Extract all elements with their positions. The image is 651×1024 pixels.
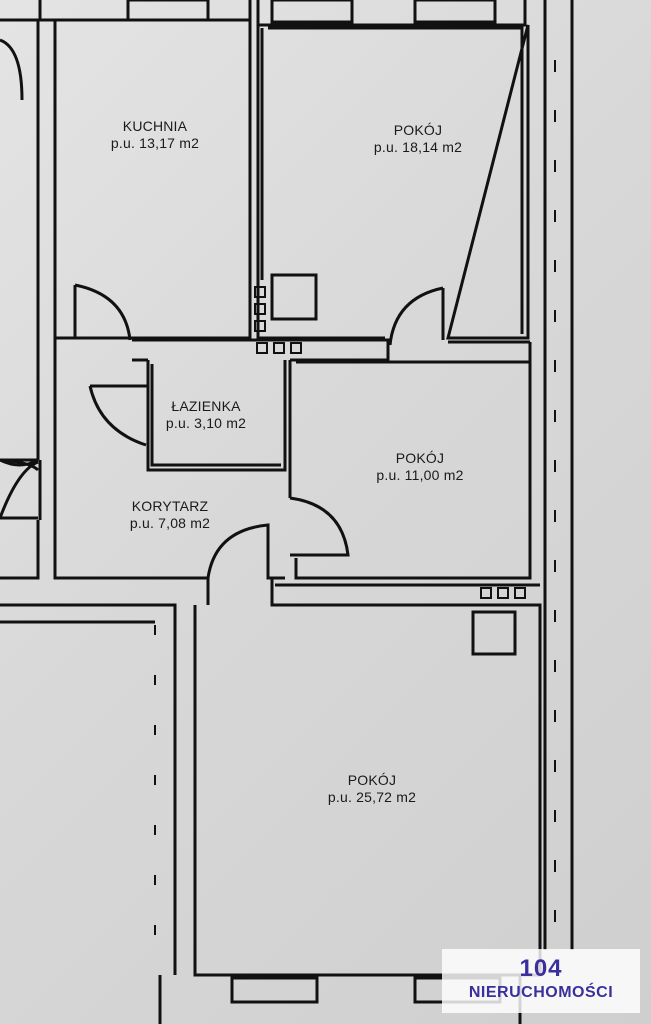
vent-room1 [270,273,318,321]
window-top-3 [413,0,497,24]
watermark-brand: NIERUCHOMOŚCI [468,984,614,1001]
bathroom-door [88,384,148,447]
kitchen-door [73,283,132,341]
room-label-room3: POKÓJ p.u. 25,72 m2 [328,772,416,806]
room-area: p.u. 11,00 m2 [376,467,464,483]
room2-door-hall [289,496,350,557]
room1-inner [260,26,524,334]
vent-cell [480,587,492,599]
window-bottom-1 [230,976,319,1004]
room-label-room1: POKÓJ p.u. 18,14 m2 [374,122,462,156]
room3-wall [193,578,542,977]
vent-cell [254,320,266,332]
bathroom-wall [146,360,287,472]
kitchen-wall [53,18,252,340]
room2-outer [448,340,532,578]
bathroom-inner [150,364,281,467]
vent-cell [256,342,268,354]
room-label-kitchen: KUCHNIA p.u. 13,17 m2 [111,118,199,152]
hallway-door-bottom [206,523,285,580]
room-name: POKÓJ [393,122,443,138]
agency-watermark: 104 NIERUCHOMOŚCI [442,949,640,1013]
room-name: KORYTARZ [131,498,209,514]
service-corridor [132,338,390,362]
vent-cell [290,342,302,354]
room2-door [388,286,445,346]
vent-cell [254,286,266,298]
watermark-number: 104 [519,955,563,982]
room-area: p.u. 7,08 m2 [129,515,211,531]
right-wall [543,0,574,950]
window-top-1 [126,0,210,22]
room-label-hallway: KORYTARZ p.u. 7,08 m2 [130,498,210,532]
room-name: POKÓJ [395,450,445,466]
vent-cell [254,303,266,315]
room-name: ŁAZIENKA [171,398,241,414]
left-wall-lower [0,603,177,975]
room-label-room2: POKÓJ p.u. 11,00 m2 [376,450,463,484]
room-name: KUCHNIA [122,118,188,134]
vent-cell [273,342,285,354]
vent-cell [497,587,509,599]
room-area: p.u. 18,14 m2 [373,139,463,155]
left-wall-upper [0,18,40,580]
window-top-2 [270,0,354,24]
room-label-bathroom: ŁAZIENKA p.u. 3,10 m2 [166,398,246,432]
vent-room3 [471,610,517,656]
vent-cell [514,587,526,599]
room-area: p.u. 13,17 m2 [110,135,200,151]
room-area: p.u. 25,72 m2 [327,789,417,805]
room-area: p.u. 3,10 m2 [165,415,247,431]
room-name: POKÓJ [347,772,397,788]
hallway-door-left [0,458,40,520]
room1-wall [256,24,530,340]
